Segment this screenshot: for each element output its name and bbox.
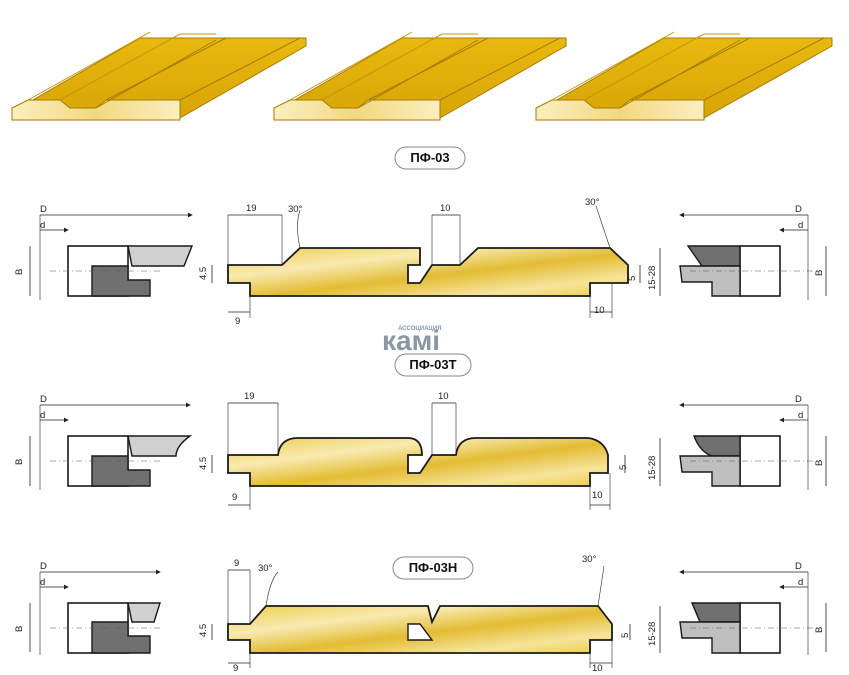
- svg-text:АССОЦИАЦИЯ: АССОЦИАЦИЯ: [398, 326, 441, 332]
- svg-text:19: 19: [244, 391, 255, 402]
- svg-text:15-28: 15-28: [647, 266, 658, 290]
- svg-text:d: d: [40, 577, 45, 588]
- svg-text:ПФ-03Т: ПФ-03Т: [409, 357, 456, 372]
- svg-text:B: B: [814, 460, 825, 466]
- cutter-right-2: D d B: [679, 394, 827, 490]
- svg-text:10: 10: [440, 203, 451, 214]
- watermark-logo: камі АССОЦИАЦИЯ: [382, 325, 441, 356]
- svg-text:30°: 30°: [582, 554, 597, 565]
- svg-text:5: 5: [620, 633, 631, 638]
- svg-text:9: 9: [235, 316, 240, 327]
- profile-label-1: ПФ-03: [394, 146, 466, 170]
- svg-text:9: 9: [233, 663, 238, 674]
- svg-text:5: 5: [618, 465, 629, 470]
- svg-text:D: D: [795, 394, 802, 405]
- svg-text:B: B: [14, 269, 25, 275]
- svg-text:d: d: [798, 410, 803, 421]
- svg-text:d: d: [798, 577, 803, 588]
- svg-text:9: 9: [232, 492, 237, 503]
- profile-label-3: ПФ-03Н: [392, 556, 474, 580]
- svg-text:D: D: [795, 561, 802, 572]
- svg-text:30°: 30°: [288, 204, 303, 215]
- svg-text:d: d: [40, 220, 45, 231]
- board-section-2: 19 10 4.5 9 5 15-28 10: [198, 391, 661, 510]
- board-section-1: 19 30° 10 30° 4.5 9 5 15-28 10: [198, 197, 661, 327]
- svg-text:30°: 30°: [258, 563, 273, 574]
- svg-text:D: D: [40, 394, 47, 405]
- board-3d-group-2: [273, 31, 567, 121]
- svg-text:4.5: 4.5: [198, 457, 209, 470]
- svg-text:D: D: [40, 561, 47, 572]
- svg-text:15-28: 15-28: [647, 622, 658, 646]
- svg-text:4.5: 4.5: [198, 624, 209, 637]
- cutter-right-1: D d B: [679, 204, 827, 300]
- svg-text:10: 10: [592, 663, 603, 674]
- profile-label-2: ПФ-03Т: [394, 353, 472, 377]
- svg-text:5: 5: [627, 276, 638, 281]
- svg-text:10: 10: [592, 490, 603, 501]
- cutter-left-2: D d B: [14, 394, 193, 490]
- svg-text:B: B: [814, 627, 825, 633]
- board-section-3: 9 30° 30° 4.5 9 5 15-28 10: [198, 554, 661, 674]
- svg-text:камі: камі: [382, 325, 440, 356]
- svg-text:15-28: 15-28: [647, 456, 658, 480]
- cutter-right-3: D d B: [679, 561, 827, 655]
- board-3d-group-3: [535, 31, 833, 121]
- svg-text:ПФ-03Н: ПФ-03Н: [409, 560, 458, 575]
- svg-text:B: B: [14, 459, 25, 465]
- svg-text:B: B: [814, 270, 825, 276]
- cutter-left-1: D d B: [14, 204, 194, 300]
- board-3d-group-1: [11, 31, 307, 121]
- svg-text:d: d: [798, 220, 803, 231]
- svg-text:D: D: [40, 204, 47, 215]
- svg-text:ПФ-03: ПФ-03: [410, 150, 449, 165]
- svg-text:30°: 30°: [585, 197, 600, 208]
- svg-text:19: 19: [246, 203, 257, 214]
- svg-text:9: 9: [234, 558, 239, 569]
- svg-text:10: 10: [594, 305, 605, 316]
- svg-text:10: 10: [438, 391, 449, 402]
- cutter-left-3: D d B: [14, 561, 161, 655]
- svg-text:D: D: [795, 204, 802, 215]
- svg-text:d: d: [40, 410, 45, 421]
- svg-text:B: B: [14, 626, 25, 632]
- svg-text:4.5: 4.5: [198, 267, 209, 280]
